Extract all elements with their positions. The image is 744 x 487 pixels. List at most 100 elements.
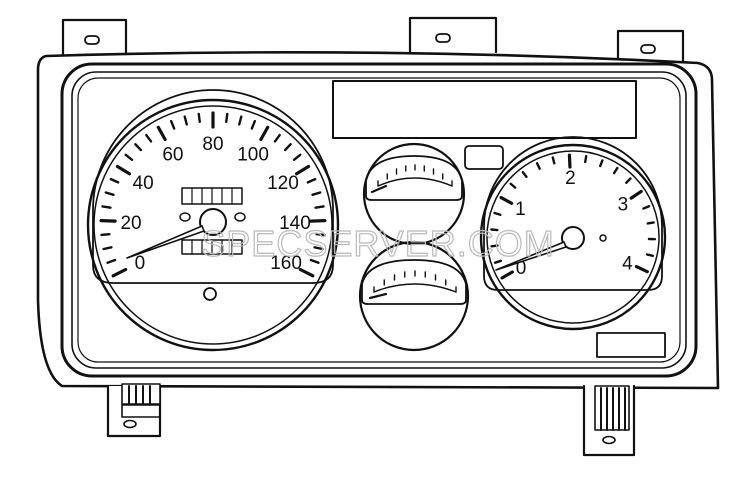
mounting-hole (84, 35, 100, 45)
mounting-tab-center (408, 16, 498, 54)
trip-reset-button (179, 212, 191, 222)
housing-bezel (60, 62, 698, 378)
housing-face-outline (71, 71, 687, 369)
speedometer-scale-label: 20 (120, 213, 141, 234)
tachometer-minor-tick (493, 259, 503, 264)
housing-outer-outline (36, 51, 720, 390)
speedometer-minor-tick (106, 258, 117, 264)
speedometer-minor-tick (100, 232, 111, 237)
upper-small-gauge-window (365, 155, 463, 201)
lower-small-gauge-pointer (368, 292, 388, 300)
speedometer-scale-label: 100 (237, 144, 269, 165)
speedometer-major-tick (115, 164, 132, 176)
reset-knob (203, 287, 217, 301)
lower-small-gauge-scale-arc (373, 283, 457, 293)
mounting-hole (435, 33, 451, 43)
speedometer-minor-tick (101, 205, 112, 209)
tachometer-major-tick (629, 189, 643, 200)
housing-face-inner (77, 77, 681, 363)
tachometer-minor-tick (612, 166, 619, 175)
speedometer-minor-tick (225, 112, 229, 124)
speedometer-minor-tick (169, 119, 176, 130)
speedometer-minor-tick (134, 143, 143, 152)
tachometer-scale-label: 4 (622, 253, 633, 274)
tachometer-indicator-dot (599, 234, 607, 242)
speedometer-scale-label: 140 (279, 213, 311, 234)
speedometer-minor-tick (313, 246, 324, 251)
speedometer-scale-label: 160 (270, 253, 302, 274)
tachometer-hub (561, 226, 585, 250)
speedometer-minor-tick (124, 153, 134, 162)
speedometer-major-tick (294, 164, 311, 176)
mounting-hole (640, 44, 656, 54)
odometer-digits (191, 187, 233, 205)
tachometer-minor-tick (625, 177, 632, 184)
speedometer-major-tick (99, 219, 117, 223)
speedometer-minor-tick (273, 133, 281, 143)
top-display-window (332, 80, 637, 139)
speedometer-scale-label: 120 (267, 173, 299, 194)
tachometer-minor-tick (521, 170, 528, 179)
bottom-connector-right (582, 384, 636, 457)
tachometer-scale-label: 0 (516, 258, 527, 279)
speedometer-minor-tick (306, 177, 317, 184)
tachometer-scale-label: 1 (515, 199, 526, 220)
upper-small-gauge-bezel (362, 142, 466, 246)
speedometer-minor-tick (238, 115, 243, 126)
watermark-text: SPECSERVER.COM (201, 223, 554, 264)
speedometer-minor-tick (314, 205, 325, 209)
tachometer-minor-tick (490, 244, 499, 248)
speedometer-rim (93, 105, 333, 345)
trip-meter-digits (191, 239, 233, 255)
upper-small-gauge-ticks (377, 164, 453, 187)
tachometer-minor-tick (645, 253, 655, 257)
speedometer-scale-label: 80 (202, 134, 223, 155)
speedometer-minor-tick (104, 191, 115, 197)
speedometer-hub (199, 208, 227, 236)
speedometer-minor-tick (309, 258, 320, 264)
tachometer-rim (486, 150, 660, 324)
speedometer-major-tick (298, 267, 315, 278)
tachometer-minor-tick (584, 154, 588, 164)
tachometer-major-tick (499, 195, 514, 205)
speedometer-minor-tick (109, 177, 120, 184)
tachometer-minor-tick (646, 221, 655, 225)
tachometer-bezel (479, 143, 667, 331)
speedometer-minor-tick (311, 191, 322, 197)
tachometer-minor-tick (642, 205, 651, 210)
speedometer-minor-tick (145, 133, 153, 143)
tachometer-minor-tick (493, 211, 502, 216)
indicator-lamp (234, 212, 246, 222)
speedometer-minor-tick (102, 246, 113, 251)
speedometer-dial-face (92, 89, 334, 284)
bottom-connector-left (106, 383, 162, 438)
speedometer-scale-label: 0 (135, 253, 146, 274)
tachometer-minor-tick (490, 228, 499, 232)
tachometer-major-tick (500, 270, 514, 280)
warning-indicator-window (464, 145, 504, 170)
mounting-tab-left (61, 18, 128, 60)
lower-right-display-window (596, 332, 666, 358)
tachometer-needle (495, 241, 567, 271)
tachometer-tick-marks (490, 153, 657, 280)
tachometer-scale-label: 2 (565, 168, 576, 189)
upper-small-gauge-pointer (370, 184, 388, 194)
speedometer-bezel (86, 98, 340, 352)
speedometer-needle (126, 225, 205, 259)
speedometer-scale-label: 60 (162, 144, 183, 165)
tachometer-minor-tick (509, 182, 517, 189)
lower-small-gauge-bezel (358, 240, 470, 352)
speedometer-major-tick (156, 125, 167, 142)
speedometer-minor-tick (183, 115, 188, 126)
speedometer-minor-tick (315, 232, 326, 237)
speedometer-minor-tick (197, 112, 201, 124)
lower-small-gauge-window (361, 259, 467, 305)
tachometer-major-tick (634, 264, 649, 274)
lower-small-gauge-ticks (373, 270, 457, 293)
